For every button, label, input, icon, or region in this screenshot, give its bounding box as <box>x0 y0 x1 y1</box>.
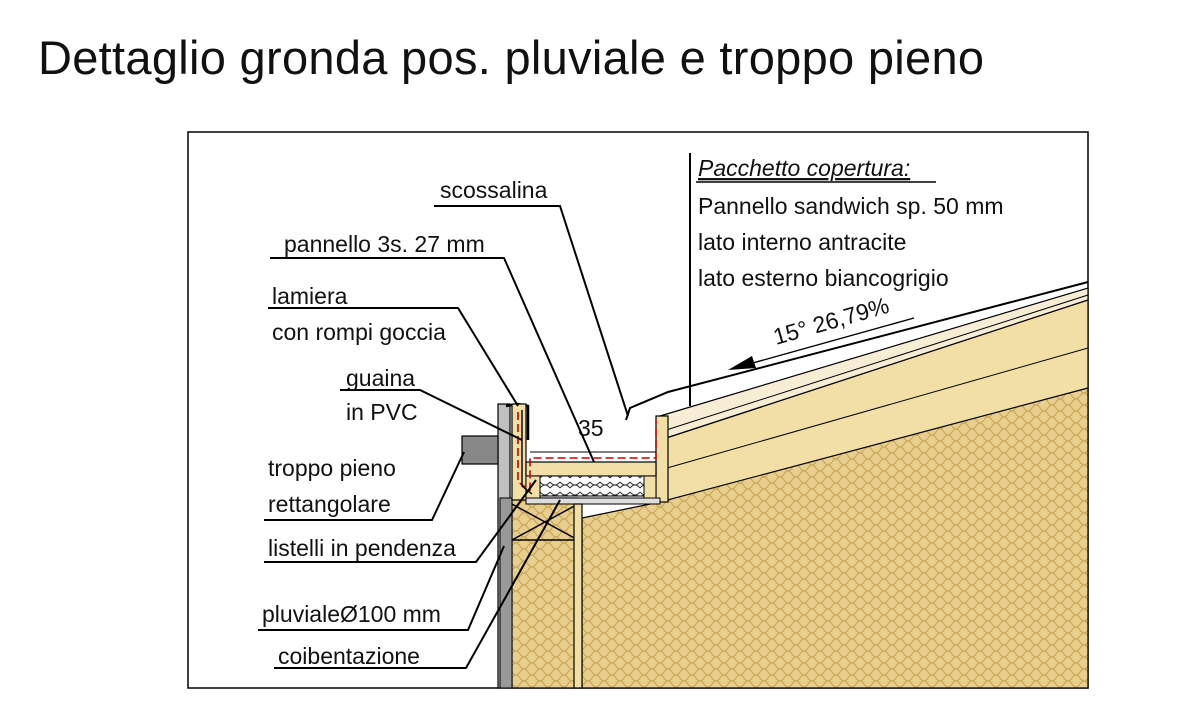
guaina-leader <box>340 389 523 441</box>
pannello-label: pannello 3s. 27 mm <box>284 231 485 257</box>
gutter-base-plate <box>525 497 661 505</box>
dimension-35: 35 <box>578 415 604 441</box>
pluviale-label: pluvialeØ100 mm <box>262 601 441 627</box>
coibentazione-label: coibentazione <box>278 643 420 669</box>
listelli-leader <box>264 479 537 563</box>
troppo-label-2: rettangolare <box>268 491 391 517</box>
pannello-leader <box>270 257 595 463</box>
roof-panel-line-2 <box>659 294 1089 433</box>
bracing-2 <box>511 503 579 541</box>
slope-arrow-line <box>741 317 915 367</box>
roof-package-heading: Pacchetto copertura: <box>698 155 910 181</box>
coibentazione-leader <box>274 499 561 669</box>
lamiera-label-2: con rompi goccia <box>272 319 446 345</box>
pluviale-leader <box>258 545 505 631</box>
listelli <box>525 475 541 499</box>
roof-package-line3: lato esterno biancogrigio <box>698 265 949 291</box>
roof-package-line2: lato interno antracite <box>698 229 906 255</box>
guaina-label-1: guaina <box>346 365 415 391</box>
lamiera-leader <box>268 307 519 407</box>
guaina-label-2: in PVC <box>346 399 418 425</box>
scossalina-leader <box>434 205 629 417</box>
pluviale-pipe <box>499 497 513 689</box>
gutter-board-right <box>655 415 669 503</box>
gutter-bottom-panel <box>525 461 657 477</box>
scossalina-label: scossalina <box>440 177 548 203</box>
listelli-label: listelli in pendenza <box>268 535 456 561</box>
roof-panel-line <box>659 347 1089 471</box>
lamiera-label-1: lamiera <box>272 283 348 309</box>
gutter-wool <box>539 475 645 497</box>
roof-package-line1: Pannello sandwich sp. 50 mm <box>698 193 1004 219</box>
troppo-label-1: troppo pieno <box>268 455 396 481</box>
troppo-pieno <box>461 435 499 465</box>
troppo-leader <box>264 451 465 521</box>
wall-post <box>573 503 583 689</box>
guaina-pvc <box>517 412 657 492</box>
slope-arrowhead <box>728 356 756 370</box>
page-title: Dettaglio gronda pos. pluviale e troppo … <box>38 31 985 84</box>
